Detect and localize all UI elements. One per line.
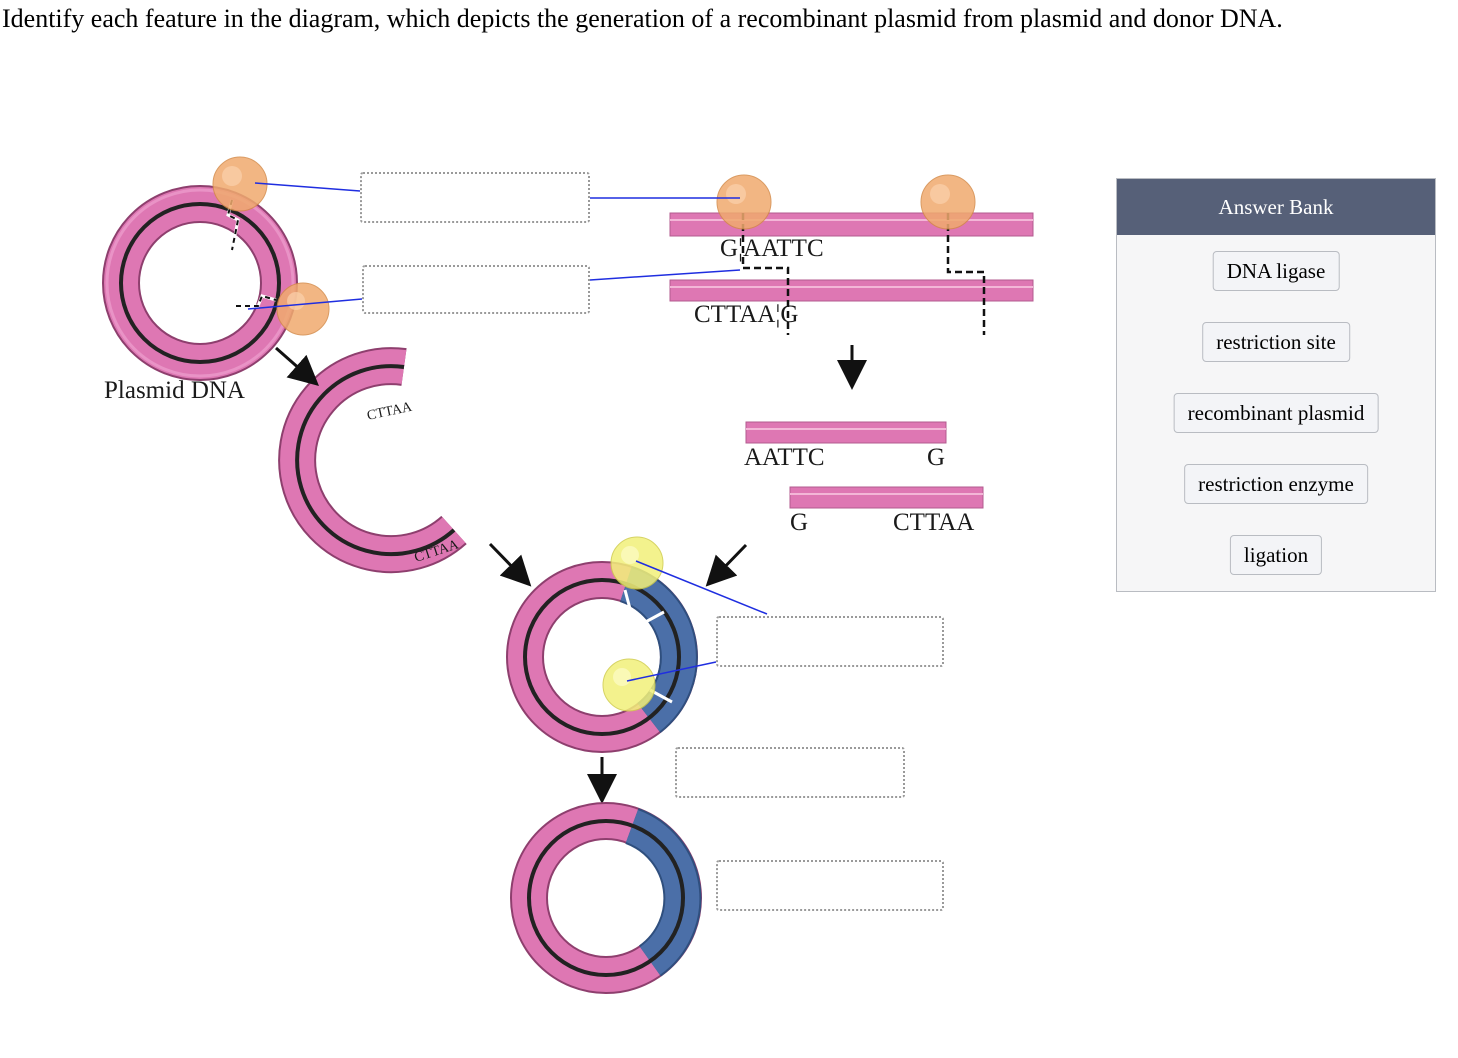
plasmid-label: Plasmid DNA: [104, 377, 245, 404]
cut-plasmid: [278, 347, 467, 574]
restriction-enzyme-icon: [920, 174, 976, 230]
answer-bank: Answer Bank DNA ligase restriction site …: [1116, 178, 1436, 592]
dna-ligase-icon: [602, 658, 656, 712]
arrow-icon: [705, 543, 748, 587]
answer-item-restriction-enzyme[interactable]: restriction enzyme: [1184, 464, 1368, 504]
answer-item-ligation[interactable]: ligation: [1229, 535, 1323, 575]
donor-fragment-top: [745, 421, 947, 444]
plasmid-dna: [102, 185, 298, 381]
arrow-icon: [488, 542, 532, 587]
recombinant-plasmid: [510, 802, 702, 994]
drop-zone-3[interactable]: [716, 616, 944, 667]
restriction-enzyme-icon: [716, 174, 772, 230]
answer-item-restriction-site[interactable]: restriction site: [1202, 322, 1350, 362]
drop-zone-4[interactable]: [675, 747, 905, 798]
sequence-top-strand: G¦AATTC: [720, 235, 824, 262]
answer-bank-title: Answer Bank: [1117, 179, 1435, 235]
fragment-bottom-right-seq: CTTAA: [893, 509, 974, 536]
sequence-bottom-strand: CTTAA¦G: [694, 301, 798, 328]
question-text: Identify each feature in the diagram, wh…: [2, 4, 1283, 33]
fragment-top-right-seq: G: [927, 444, 945, 471]
dna-ligase-icon: [610, 536, 664, 590]
drop-zone-2[interactable]: [362, 265, 590, 314]
fragment-bottom-left-seq: G: [790, 509, 808, 536]
answer-item-recombinant-plasmid[interactable]: recombinant plasmid: [1173, 393, 1379, 433]
answer-item-dna-ligase[interactable]: DNA ligase: [1212, 251, 1340, 291]
ligating-plasmid: [506, 561, 698, 753]
fragment-top-left-seq: AATTC: [744, 444, 825, 471]
arrow-icon: [275, 346, 319, 386]
restriction-enzyme-icon: [276, 282, 330, 336]
leader-lines: [247, 182, 768, 682]
donor-fragment-bottom: [789, 486, 984, 509]
drop-zone-5[interactable]: [716, 860, 944, 911]
sticky-end-upper: CTTAA: [366, 400, 415, 424]
drop-zone-1[interactable]: [360, 172, 590, 223]
